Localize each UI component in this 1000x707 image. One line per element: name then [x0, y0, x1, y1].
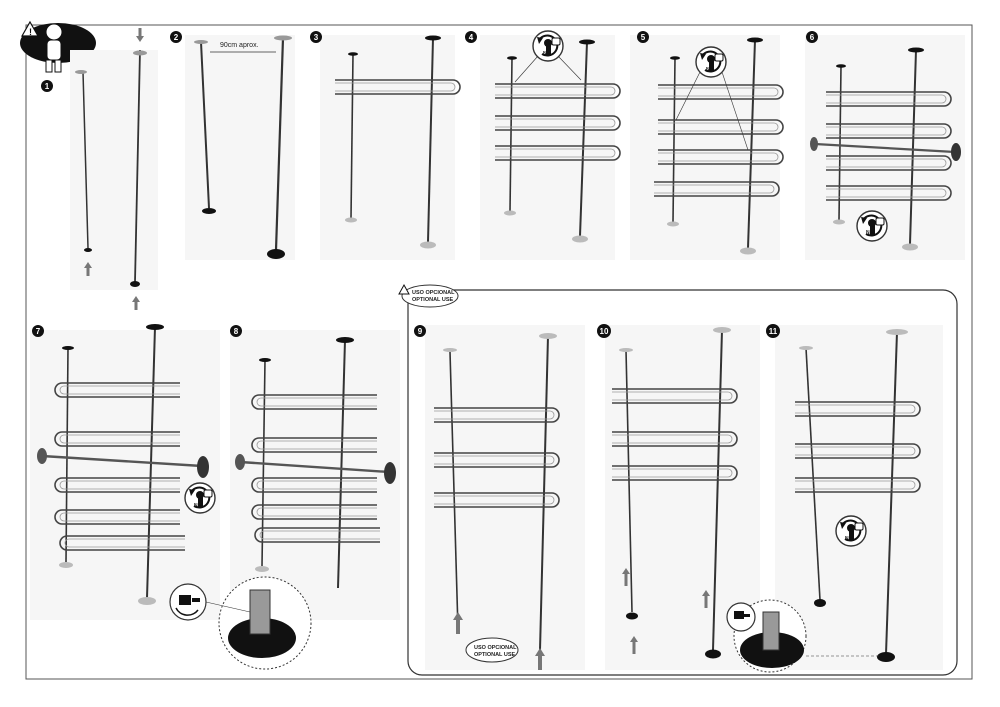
warning-mascot: !: [20, 20, 96, 73]
step-11-panel: 11 Nm: [726, 324, 943, 673]
torque-label: Nm: [543, 51, 552, 57]
step-7-panel: 7 Nm: [30, 324, 220, 620]
warning-icon: [398, 283, 410, 295]
torque-wrench-icon: [856, 210, 888, 242]
tool-icon: [734, 611, 750, 619]
step-6-number: 6: [810, 33, 815, 42]
up-arrow-icon: [702, 590, 710, 608]
torque-label: Nm: [866, 230, 875, 236]
up-arrow-icon: [132, 296, 140, 310]
page-border: [25, 24, 973, 680]
step-3-panel: 3: [310, 31, 461, 260]
step-10-number: 10: [600, 327, 609, 336]
step-8-number: 8: [234, 327, 239, 336]
step-1-panel: 1: [41, 28, 158, 310]
step-5-number: 5: [641, 33, 646, 42]
up-arrow-icon: [630, 636, 638, 654]
distance-label: 90cm aprox.: [220, 42, 259, 49]
step-7-number: 7: [36, 327, 41, 336]
torque-label: Nm: [194, 503, 203, 509]
step-3-number: 3: [314, 33, 319, 42]
torque-label: Nm: [845, 536, 854, 542]
torque-label: Nm: [706, 67, 715, 73]
step-4-panel: 4 Nm: [465, 30, 621, 260]
step-9-panel: 9 USO OPCIONAL OPTIONAL USE: [414, 325, 585, 670]
up-arrow-icon: [622, 568, 630, 586]
up-arrow-icon: [535, 648, 545, 670]
step-9-number: 9: [418, 327, 423, 336]
tool-icon: [175, 595, 200, 616]
step-1-number: 1: [45, 82, 50, 91]
step-5-panel: 5 Nm: [630, 31, 784, 260]
step-2-panel: 2 90cm aprox.: [170, 31, 295, 260]
up-arrow-icon: [84, 262, 92, 276]
svg-text:!: !: [29, 27, 32, 37]
optional-label-2: OPTIONAL USE: [474, 652, 515, 658]
step-2-number: 2: [174, 33, 179, 42]
step-11-number: 11: [769, 327, 778, 336]
step-4-number: 4: [469, 33, 474, 42]
warning-icon: [20, 20, 40, 37]
step-6-panel: 6 Nm: [805, 31, 965, 260]
up-arrow-icon: [453, 612, 463, 634]
optional-label-1: USO OPCIONAL: [474, 645, 517, 651]
step-8-panel: 8: [169, 325, 400, 670]
optional-use-header: USO OPCIONAL OPTIONAL USE: [398, 283, 459, 308]
optional-label-2: OPTIONAL USE: [412, 297, 453, 303]
down-arrow-icon: [136, 28, 144, 42]
optional-use-box: [407, 289, 958, 676]
optional-label-1: USO OPCIONAL: [412, 290, 455, 296]
